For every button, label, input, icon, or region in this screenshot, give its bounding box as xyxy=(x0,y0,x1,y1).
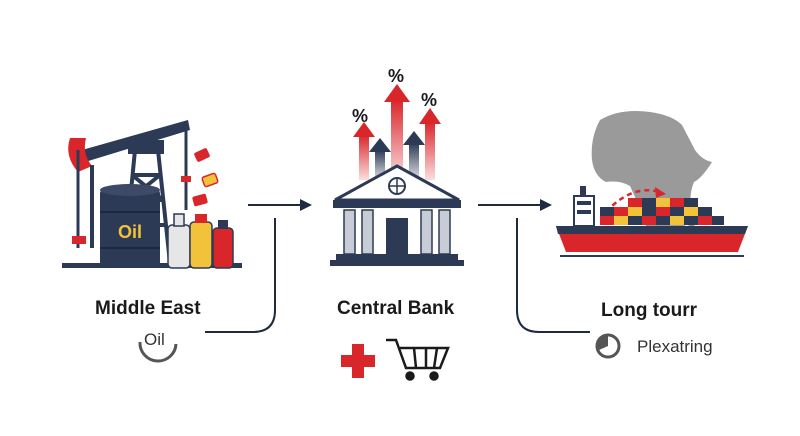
connector-bank-to-ship xyxy=(478,199,590,333)
flying-cans-icon xyxy=(192,148,219,207)
pump-jack-icon xyxy=(68,120,191,248)
node-subtitle-oil: Oil xyxy=(144,330,165,349)
timer-icon xyxy=(595,333,621,359)
percent-symbol: % xyxy=(421,90,437,110)
node-title-middle-east: Middle East xyxy=(95,298,201,319)
percent-symbols: % % % xyxy=(352,66,437,126)
gauge-icon xyxy=(138,341,178,363)
oil-bottles-icon xyxy=(167,213,234,269)
oil-barrel-label: Oil xyxy=(118,222,142,242)
node-title-long-tour: Long tourr xyxy=(601,300,698,321)
trade-route-arrow xyxy=(605,187,666,213)
medical-cross-icon xyxy=(341,344,375,378)
oil-scene-illustration: Oil xyxy=(62,120,242,269)
node-subtitle-plexatring: Plexatring xyxy=(637,337,713,356)
node-title-central-bank: Central Bank xyxy=(337,298,455,319)
percent-symbol: % xyxy=(352,106,368,126)
rising-interest-arrows xyxy=(353,84,441,180)
oil-barrel-icon: Oil xyxy=(100,184,160,268)
connector-oil-to-bank xyxy=(205,199,312,333)
central-bank-building-icon xyxy=(330,164,464,266)
cargo-ship-icon xyxy=(556,186,748,257)
percent-symbol: % xyxy=(388,66,404,86)
shopping-cart-icon xyxy=(386,338,450,381)
